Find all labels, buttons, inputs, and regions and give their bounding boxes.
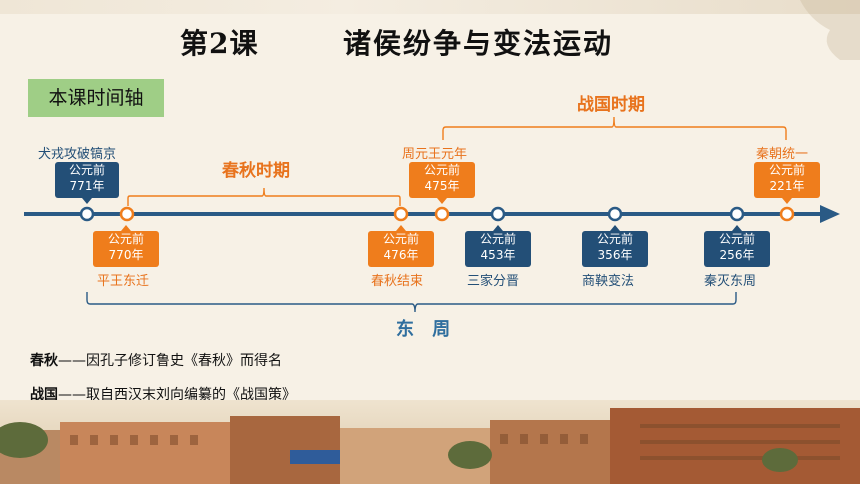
event-label: 周元王元年 — [402, 147, 468, 162]
date-box: 公元前 476年 — [368, 225, 434, 267]
tree-decoration — [800, 0, 860, 60]
event-label: 商鞅变法 — [582, 274, 635, 289]
date-year: 453年 — [480, 248, 516, 262]
date-box: 公元前 475年 — [409, 162, 475, 204]
event-label: 平王东迁 — [97, 274, 150, 289]
event-label: 春秋结束 — [371, 274, 424, 289]
zhanguo-bracket — [442, 116, 787, 140]
node-476 — [393, 206, 409, 222]
date-year: 256年 — [719, 248, 755, 262]
event-label: 犬戎攻破镐京 — [38, 147, 117, 162]
period-chunqiu: 春秋时期 — [222, 161, 290, 181]
node-256 — [729, 206, 745, 222]
date-box: 公元前 356年 — [582, 225, 648, 267]
note-chunqiu: 春秋——因孔子修订鲁史《春秋》而得名 — [30, 350, 282, 370]
date-prefix: 公元前 — [479, 232, 516, 246]
chunqiu-bracket — [127, 187, 401, 206]
note-text: ——取自西汉末刘向编纂的《战国策》 — [58, 387, 296, 403]
note-term: 战国 — [30, 387, 58, 403]
period-dongzhou: 东 周 — [396, 319, 457, 340]
date-year: 770年 — [108, 248, 144, 262]
top-decor-band — [0, 0, 860, 14]
date-prefix: 公元前 — [107, 232, 144, 246]
node-475 — [434, 206, 450, 222]
event-label: 秦灭东周 — [704, 274, 757, 289]
node-356 — [607, 206, 623, 222]
date-box: 公元前 256年 — [704, 225, 770, 267]
node-771 — [79, 206, 95, 222]
timeline-graphic — [24, 116, 840, 313]
campus-illustration — [0, 400, 860, 484]
period-zhanguo: 战国时期 — [577, 95, 645, 115]
event-label: 三家分晋 — [467, 274, 520, 289]
lesson-title: 诸侯纷争与变法运动 — [343, 27, 614, 60]
date-box: 公元前 770年 — [93, 225, 159, 267]
date-year: 221年 — [769, 179, 805, 193]
date-prefix: 公元前 — [596, 232, 633, 246]
date-prefix: 公元前 — [423, 163, 460, 177]
date-prefix: 公元前 — [382, 232, 419, 246]
timeline-tag: 本课时间轴 — [28, 79, 164, 117]
date-box: 公元前 771年 — [55, 162, 119, 204]
event-label: 秦朝统一 — [756, 147, 809, 162]
node-770 — [119, 206, 135, 222]
lesson-number: 第2课 — [180, 27, 259, 60]
date-prefix: 公元前 — [718, 232, 755, 246]
date-year: 475年 — [424, 179, 460, 193]
date-year: 476年 — [383, 248, 419, 262]
date-prefix: 公元前 — [768, 163, 805, 177]
note-term: 春秋 — [30, 353, 58, 369]
date-year: 771年 — [69, 179, 105, 193]
timeline-axis — [24, 205, 840, 223]
date-box: 公元前 453年 — [465, 225, 531, 267]
note-zhanguo: 战国——取自西汉末刘向编纂的《战国策》 — [30, 384, 296, 404]
date-year: 356年 — [597, 248, 633, 262]
node-221 — [779, 206, 795, 222]
node-453 — [490, 206, 506, 222]
note-text: ——因孔子修订鲁史《春秋》而得名 — [58, 353, 282, 369]
date-box: 公元前 221年 — [754, 162, 820, 204]
date-prefix: 公元前 — [68, 163, 105, 177]
dongzhou-bracket — [86, 292, 737, 313]
